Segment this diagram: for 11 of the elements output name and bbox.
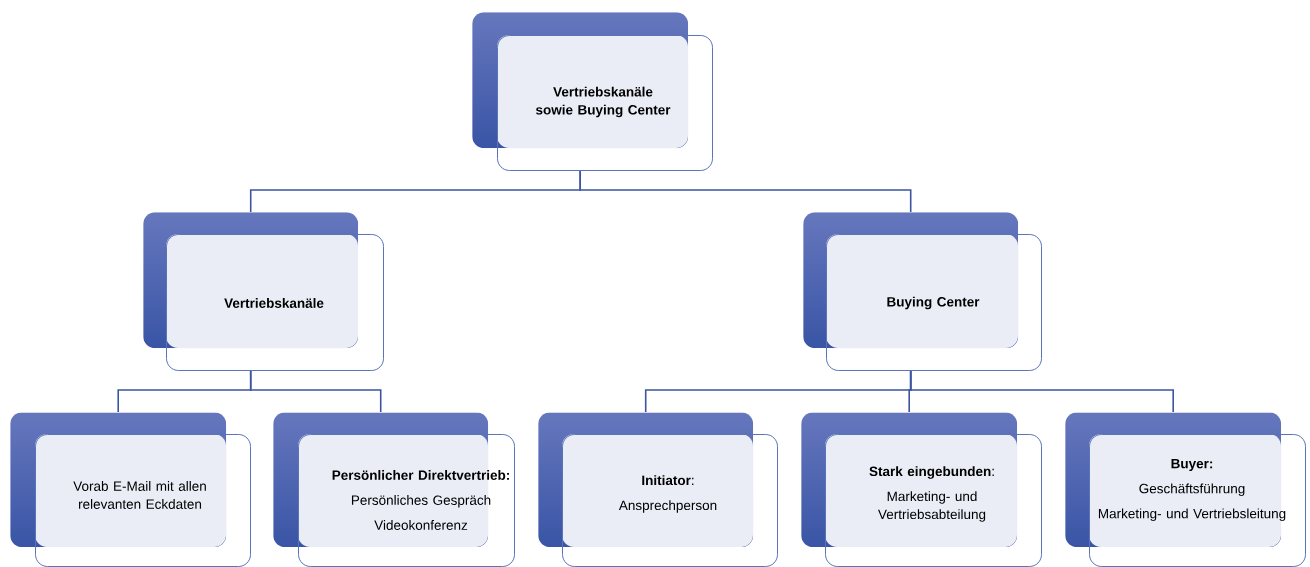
connector (249, 370, 382, 413)
node-box: Vertriebskanäle (166, 234, 384, 371)
node-box: Persönlicher Direktvertrieb: Persönliches Gespräch Videokonferenz (298, 434, 515, 567)
node-box: Initiator: Ansprechperson (562, 434, 778, 567)
node-box: Stark eingebunden: Marketing- und Vertriebsabteilung (825, 434, 1042, 567)
node-box: Buying Center (826, 234, 1042, 371)
connector (579, 170, 912, 213)
node-box: Vertriebskanäle sowie Buying Center (497, 35, 713, 171)
node-box: Buyer: Geschäftsführung Marketing- und Vertriebsleitung (1089, 434, 1306, 567)
connector (909, 370, 1174, 413)
node-box: Vorab E-Mail mit allen relevanten Eckdaten (35, 434, 251, 567)
